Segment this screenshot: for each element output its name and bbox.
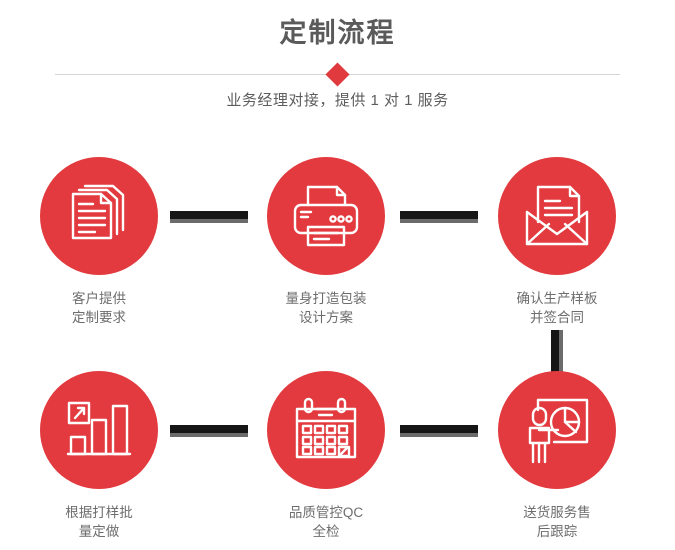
calendar-check-icon — [293, 397, 359, 463]
process-flow: 客户提供 定制要求 量身打造包装 设计方案 — [0, 130, 675, 550]
flow-step-2[interactable]: 量身打造包装 设计方案 — [246, 157, 406, 327]
connector-shadow — [400, 433, 478, 437]
bar-chart-growth-icon — [66, 399, 132, 461]
flow-step-2-circle[interactable] — [267, 157, 385, 275]
connector-shadow — [400, 219, 478, 223]
diamond-marker-icon — [325, 61, 350, 87]
flow-step-5-circle[interactable] — [267, 371, 385, 489]
flow-step-6-label: 送货服务售 后跟踪 — [523, 505, 591, 539]
flow-step-4-label: 根据打样批 量定做 — [65, 505, 133, 539]
printer-icon — [291, 183, 361, 249]
page-subtitle: 业务经理对接，提供 1 对 1 服务 — [226, 92, 449, 109]
flow-step-4-circle[interactable] — [40, 371, 158, 489]
connector-step2-step3 — [400, 211, 478, 223]
connector-step4-step5 — [170, 425, 248, 437]
flow-step-1-label: 客户提供 定制要求 — [72, 291, 126, 325]
flow-step-3-label: 确认生产样板 并签合同 — [516, 291, 598, 325]
connector-bar — [551, 330, 559, 374]
connector-shadow — [559, 330, 563, 374]
page-title: 定制流程 — [279, 18, 396, 48]
connector-bar — [170, 425, 248, 433]
flow-step-3[interactable]: 确认生产样板 并签合同 — [477, 157, 637, 327]
connector-step1-step2 — [170, 211, 248, 223]
flow-step-1-circle[interactable] — [40, 157, 158, 275]
connector-step3-step6 — [551, 330, 563, 374]
presenter-pie-chart-icon — [524, 396, 590, 464]
flow-step-1[interactable]: 客户提供 定制要求 — [19, 157, 179, 327]
connector-shadow — [170, 433, 248, 437]
flow-step-3-circle[interactable] — [498, 157, 616, 275]
connector-bar — [400, 425, 478, 433]
connector-shadow — [170, 219, 248, 223]
flow-step-6[interactable]: 送货服务售 后跟踪 — [477, 371, 637, 541]
flow-step-4[interactable]: 根据打样批 量定做 — [19, 371, 179, 541]
flow-step-5-label: 品质管控QC 全检 — [288, 505, 364, 539]
connector-step5-step6 — [400, 425, 478, 437]
page-header: 定制流程 业务经理对接，提供 1 对 1 服务 — [0, 0, 675, 130]
connector-bar — [170, 211, 248, 219]
flow-step-2-label: 量身打造包装 设计方案 — [285, 291, 367, 325]
flow-step-5[interactable]: 品质管控QC 全检 — [246, 371, 406, 541]
title-divider — [0, 61, 675, 88]
documents-stack-icon — [65, 182, 133, 250]
envelope-letter-icon — [522, 184, 592, 248]
connector-bar — [400, 211, 478, 219]
flow-step-6-circle[interactable] — [498, 371, 616, 489]
